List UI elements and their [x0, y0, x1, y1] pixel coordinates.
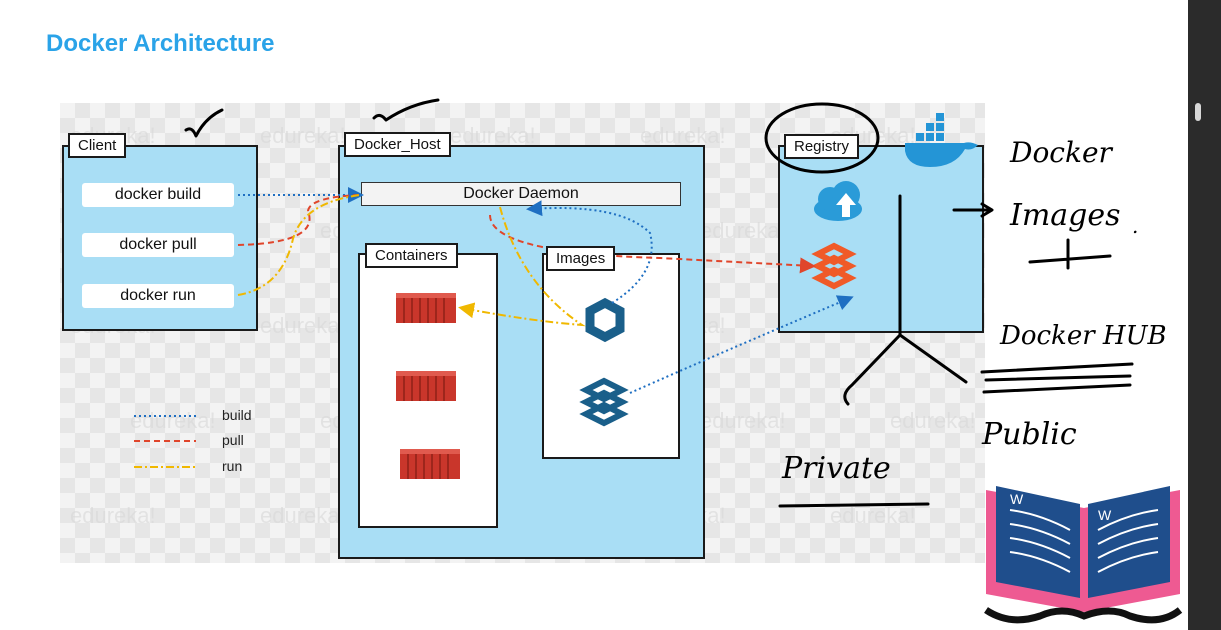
underline-mark [778, 502, 930, 508]
shipping-container-icon [396, 293, 456, 323]
annotation-docker: Docker [1009, 136, 1114, 169]
tree-line-mark [843, 194, 902, 406]
checkmark-icon [372, 98, 440, 122]
watermark-text: edureka! [830, 503, 916, 528]
annotation-docker-hub: Docker HUB [999, 321, 1167, 351]
build-connector [526, 200, 653, 304]
diagram-graphics [134, 113, 978, 479]
docker-build-command: docker build [82, 183, 234, 207]
watermark-text: edureka! [130, 408, 216, 433]
docker-daemon-box: Docker Daemon [361, 182, 681, 206]
build-push-connector [629, 295, 854, 394]
open-book-logo: W W [984, 486, 1183, 624]
containers-tab: Containers [365, 243, 458, 268]
watermark-text: edureka! [260, 313, 346, 338]
docker-host-tab: Docker_Host [344, 132, 451, 157]
annotation-private: Private [781, 451, 891, 486]
architecture-diagram: edureka! edureka! edureka! edureka! edureka!… [60, 103, 985, 563]
watermark-text: edureka! [70, 503, 156, 528]
images-panel [542, 253, 680, 459]
annotation-public: Public [981, 417, 1077, 452]
registry-stack-icon [811, 242, 857, 290]
registry-circle-mark [764, 102, 880, 174]
docker-whale-icon [905, 113, 978, 167]
legend-run-label: run [222, 458, 243, 474]
run-connector [458, 206, 586, 327]
watermark-text: edureka! [450, 123, 536, 148]
watermark-text: edureka! [640, 123, 726, 148]
cloud-upload-icon [814, 181, 862, 221]
scrollbar-thumb[interactable] [1195, 103, 1201, 121]
legend-pull-label: pull [222, 432, 244, 448]
vertical-scrollbar[interactable] [1188, 0, 1221, 630]
annotation-images: Images [1009, 198, 1121, 233]
watermark-text: edureka! [260, 123, 346, 148]
registry-tab: Registry [784, 134, 860, 159]
annotation-period: . [1132, 214, 1138, 238]
client-tab: Client [68, 133, 127, 158]
docker-pull-command: docker pull [82, 233, 234, 257]
watermark-text: edureka! [890, 408, 976, 433]
underline-mark [980, 362, 1134, 394]
legend-build-label: build [222, 407, 252, 423]
pull-connector [237, 194, 361, 246]
underline-mark [1028, 238, 1112, 270]
watermark-text: edureka! [700, 408, 786, 433]
book-w-glyph: W [1010, 491, 1024, 507]
checkmark-icon [184, 108, 224, 138]
shipping-container-icon [400, 449, 460, 479]
image-hexagon-icon [585, 297, 625, 343]
tree-branch-mark [898, 333, 968, 384]
arrow-mark [952, 202, 994, 218]
watermark-text: edureka! [260, 503, 346, 528]
images-tab: Images [546, 246, 616, 271]
shipping-container-icon [396, 371, 456, 401]
pull-connector [489, 214, 816, 274]
page-title: Docker Architecture [46, 30, 275, 57]
run-connector [237, 194, 361, 296]
image-stack-icon [579, 377, 629, 427]
book-w-glyph: W [1098, 507, 1112, 523]
registry-panel [778, 145, 984, 333]
watermark-text: edureka! [700, 218, 786, 243]
docker-run-command: docker run [82, 284, 234, 308]
